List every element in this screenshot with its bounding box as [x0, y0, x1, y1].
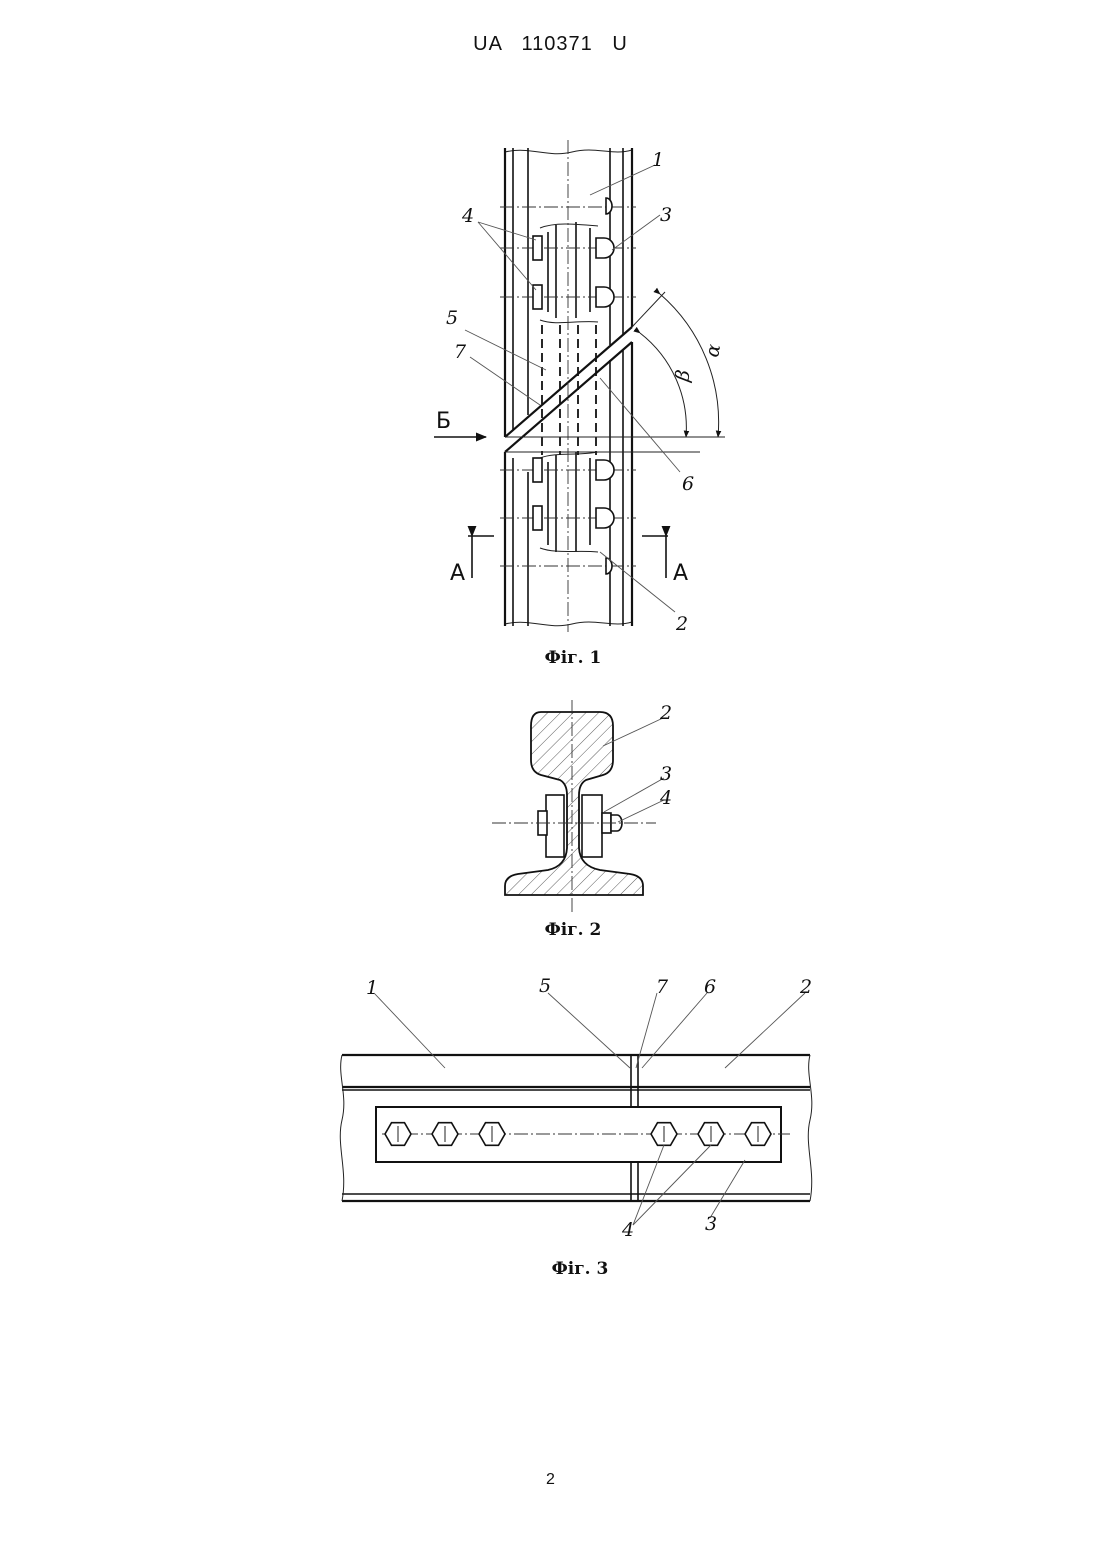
- fig1-oblique-joint-lower: [505, 342, 632, 452]
- fig1-angle-beta-label: β: [671, 368, 695, 384]
- fig3-label-1: 1: [366, 977, 378, 999]
- fig2-fishplate-right: [582, 795, 602, 857]
- fig1-section-mark-a-right: А: [673, 561, 688, 586]
- fig1-label-5: 5: [446, 307, 458, 329]
- fig1-angle-alpha-label: α: [701, 342, 725, 359]
- fig1-nut-icon: [596, 287, 614, 307]
- fig1-label-6: 6: [682, 473, 694, 495]
- fig3-label-7: 7: [656, 976, 669, 998]
- fig1-label-1: 1: [652, 149, 664, 171]
- fig1-nut-icon: [596, 460, 614, 480]
- fig1-nut-icon: [596, 238, 614, 258]
- fig3-label-5: 5: [539, 975, 551, 997]
- fig3-label-4: 4: [621, 1219, 634, 1241]
- fig1-section-mark-a-left: А: [450, 561, 465, 586]
- figure-2-caption: Фіг. 2: [545, 920, 602, 940]
- fig1-label-7: 7: [454, 341, 467, 363]
- figure-2-rail-cross-section: 2 3 4 Фіг. 2: [492, 700, 672, 940]
- fig1-label-2: 2: [675, 613, 688, 635]
- page-number: 2: [0, 1471, 1101, 1489]
- fig2-label-3: 3: [660, 763, 672, 785]
- fig2-label-2: 2: [659, 702, 672, 724]
- fig3-label-6: 6: [704, 976, 716, 998]
- fig1-view-mark-b: Б: [436, 409, 451, 434]
- fig2-fishplate-left: [546, 795, 564, 857]
- figure-1-caption: Фіг. 1: [545, 648, 602, 668]
- fig1-bolt-head-icon: [533, 458, 542, 482]
- fig1-label-3: 3: [660, 204, 672, 226]
- fig1-break-line-bottom: [505, 622, 632, 626]
- fig3-label-2: 2: [799, 976, 812, 998]
- figure-3-caption: Фіг. 3: [552, 1259, 609, 1279]
- fig3-label-3: 3: [705, 1213, 717, 1235]
- fig1-angle-beta-arc: [640, 333, 686, 437]
- fig1-label-4: 4: [461, 205, 474, 227]
- fig2-rail-profile: [505, 712, 643, 895]
- figure-3-rail-joint-elevation: 1 5 7 6 2 4 3 Фіг. 3: [340, 975, 812, 1279]
- fig1-nut-icon: [596, 508, 614, 528]
- fig2-label-4: 4: [659, 787, 672, 809]
- fig1-break-line-top: [505, 150, 632, 154]
- fig1-bolt-head-icon: [533, 506, 542, 530]
- figure-1-rail-joint-plan: 1 3 4 5 7 6 2 Б А А α β Фіг. 1: [434, 140, 725, 668]
- fig1-oblique-joint-upper: [505, 327, 632, 437]
